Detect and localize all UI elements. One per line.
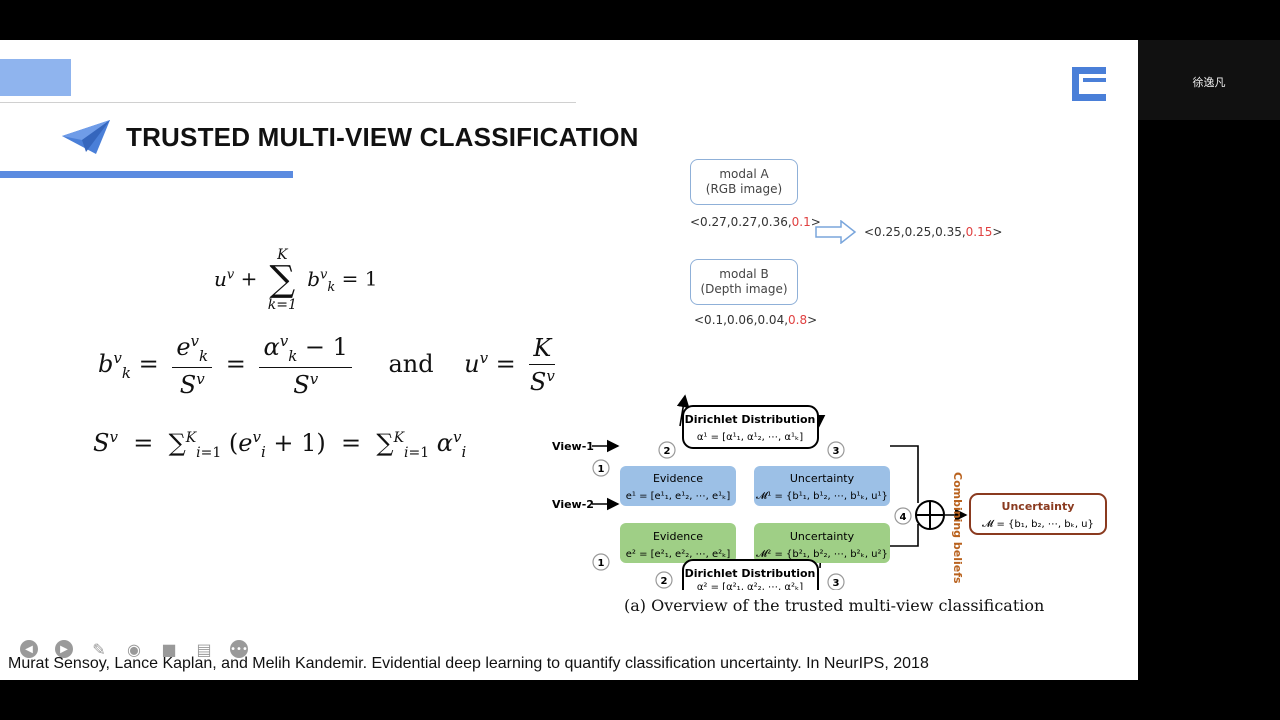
view1-label: View-1 xyxy=(552,440,594,453)
vector-a-uncertainty: 0.1 xyxy=(791,215,811,229)
chat-icon[interactable]: ▤ xyxy=(196,639,212,659)
vector-b-close: > xyxy=(807,313,818,327)
svg-text:3: 3 xyxy=(833,446,840,457)
logo-icon xyxy=(1072,67,1106,101)
svg-text:3: 3 xyxy=(833,578,840,589)
vector-a: <0.27,0.27,0.36,0.1> xyxy=(690,215,821,229)
uncert1-title: Uncertainty xyxy=(790,472,855,485)
step-badge-1b: 1 xyxy=(592,553,610,571)
participant-panel: 徐逸凡 xyxy=(1138,40,1280,120)
tmc-diagram: Dirichlet Distribution α¹ = [α¹₁, α¹₂, ⋯… xyxy=(552,394,1107,590)
divider xyxy=(0,102,576,103)
uncert2-to-combine-line xyxy=(890,524,919,547)
vector-combined-uncertainty: 0.15 xyxy=(965,225,993,239)
step-badge-1a: 1 xyxy=(592,459,610,477)
paper-plane-icon xyxy=(62,120,110,154)
modal-b-box: modal B (Depth image) xyxy=(690,259,798,305)
dirichlet2-formula: α² = [α²₁, α²₂, ⋯, α²ₖ] xyxy=(697,582,803,590)
dirichlet2-title: Dirichlet Distribution xyxy=(685,567,816,580)
equation-strength: Sv = ∑Ki=1 (evi + 1) = ∑Ki=1 αvi xyxy=(93,428,467,461)
decorative-bar xyxy=(0,59,71,96)
svg-text:2: 2 xyxy=(664,446,671,457)
step-badge-3b: 3 xyxy=(827,573,845,590)
uncert2-box xyxy=(754,523,890,563)
uncert1-box xyxy=(754,466,890,506)
title-underline xyxy=(0,171,293,178)
svg-text:1: 1 xyxy=(598,558,605,569)
vector-combined-close: > xyxy=(992,225,1003,239)
uncert2-title: Uncertainty xyxy=(790,530,855,543)
final-uncert-title: Uncertainty xyxy=(1002,500,1075,513)
uncert2-formula: 𝓜² = {b²₁, b²₂, ⋯, b²ₖ, u²} xyxy=(756,549,888,560)
more-icon[interactable]: ••• xyxy=(230,640,248,658)
vector-combined-values: <0.25,0.25,0.35, xyxy=(864,225,966,239)
evidence2-formula: e² = [e²₁, e²₂, ⋯, e²ₖ] xyxy=(626,549,731,560)
evidence1-box xyxy=(620,466,736,506)
vector-b-values: <0.1,0.06,0.04, xyxy=(694,313,789,327)
modal-b-label: modal B xyxy=(719,267,769,281)
vector-combined: <0.25,0.25,0.35,0.15> xyxy=(864,225,1002,239)
vector-a-values: <0.27,0.27,0.36, xyxy=(690,215,792,229)
figure-caption: (a) Overview of the trusted multi-view c… xyxy=(624,596,1045,615)
final-uncert-box xyxy=(969,493,1107,535)
vector-b: <0.1,0.06,0.04,0.8> xyxy=(694,313,817,327)
vector-b-uncertainty: 0.8 xyxy=(788,313,808,327)
slide-title: TRUSTED MULTI-VIEW CLASSIFICATION xyxy=(126,122,639,152)
evidence2-title: Evidence xyxy=(653,530,703,543)
prev-icon[interactable]: ◀ xyxy=(20,640,38,658)
pen-icon[interactable]: ✎ xyxy=(92,639,106,659)
svg-text:2: 2 xyxy=(661,576,668,587)
participant-name: 徐逸凡 xyxy=(1192,76,1226,89)
citation-text: Murat Sensoy, Lance Kaplan, and Melih Ka… xyxy=(8,655,929,672)
screenshot-icon[interactable]: ◉ xyxy=(127,639,141,659)
slide: TRUSTED MULTI-VIEW CLASSIFICATION uv + K… xyxy=(0,40,1138,680)
modal-a-type: (RGB image) xyxy=(705,182,783,196)
modal-a-box: modal A (RGB image) xyxy=(690,159,798,205)
dirichlet1-formula: α¹ = [α¹₁, α¹₂, ⋯, α¹ₖ] xyxy=(697,432,803,443)
final-uncert-formula: 𝓜 = {b₁, b₂, ⋯, bₖ, u} xyxy=(982,519,1094,530)
uncert1-to-combine-line xyxy=(890,445,919,503)
svg-text:1: 1 xyxy=(598,464,605,475)
combining-beliefs-label: Combining beliefs xyxy=(951,472,964,584)
right-arrow-icon xyxy=(815,220,857,244)
evidence1-formula: e¹ = [e¹₁, e¹₂, ⋯, e¹ₖ] xyxy=(626,491,731,502)
step-badge-2a: 2 xyxy=(658,441,676,459)
modal-a-label: modal A xyxy=(719,167,769,181)
presentation-toolbar: ◀ ▶ ✎ ◉ ■ ▤ ••• xyxy=(20,639,248,659)
equation-belief-sum: uv + K∑k=1 bvk = 1 xyxy=(214,247,378,313)
combine-operator-icon xyxy=(915,500,945,530)
svg-text:4: 4 xyxy=(900,512,907,523)
camera-icon[interactable]: ■ xyxy=(161,639,177,659)
evidence1-to-dirichlet-arrow xyxy=(676,394,690,427)
uncert1-formula: 𝓜¹ = {b¹₁, b¹₂, ⋯, b¹ₖ, u¹} xyxy=(756,491,888,502)
dirichlet1-title: Dirichlet Distribution xyxy=(685,413,816,426)
modal-b-type: (Depth image) xyxy=(700,282,788,296)
step-badge-2b: 2 xyxy=(655,571,673,589)
step-badge-4: 4 xyxy=(894,507,912,525)
vector-a-close: > xyxy=(810,215,821,229)
view2-label: View-2 xyxy=(552,498,594,511)
step-badge-3a: 3 xyxy=(827,441,845,459)
dirichlet2-box xyxy=(682,559,819,590)
evidence2-box xyxy=(620,523,736,563)
evidence1-title: Evidence xyxy=(653,472,703,485)
dirichlet1-box xyxy=(682,405,819,449)
next-icon[interactable]: ▶ xyxy=(55,640,73,658)
